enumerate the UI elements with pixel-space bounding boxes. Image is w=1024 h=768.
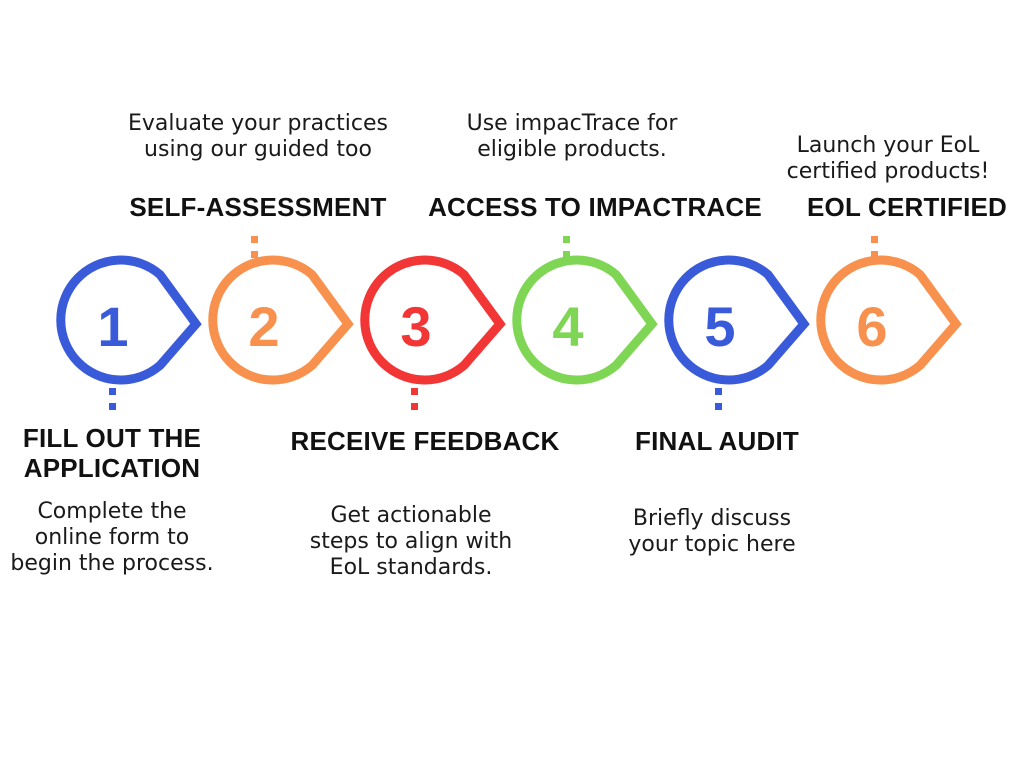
- step-3-teardrop: [360, 255, 506, 385]
- step-4-connector-dots: [563, 236, 570, 258]
- step-3-marker: 3: [360, 255, 506, 410]
- step-6-desc-line-1: Launch your EoL: [796, 133, 980, 158]
- step-5-teardrop: [664, 255, 810, 385]
- step-4-desc-line-1: Use impacTrace for: [466, 111, 678, 136]
- step-6-connector-dots: [871, 236, 878, 258]
- step-4-description: Use impacTrace for eligible products.: [452, 111, 692, 163]
- step-5-title: FINAL AUDIT: [635, 426, 799, 456]
- step-6-teardrop: [816, 255, 962, 385]
- step-6-description: Launch your EoL certified products!: [778, 133, 998, 185]
- step-3-title: RECEIVE FEEDBACK: [290, 426, 560, 456]
- step-2-title: SELF-ASSESSMENT: [129, 192, 387, 222]
- step-5-number: 5: [704, 295, 735, 358]
- step-2-description: Evaluate your practices using our guided…: [118, 111, 398, 163]
- step-5-desc-line-2: your topic here: [628, 532, 796, 557]
- step-5-marker: 5: [664, 255, 810, 410]
- step-1-connector-dots: [109, 388, 116, 410]
- step-2-number: 2: [248, 295, 279, 358]
- step-4-marker: 4: [512, 236, 658, 385]
- step-3-number: 3: [400, 295, 431, 358]
- step-6-number: 6: [856, 295, 887, 358]
- step-1-desc-line-3: begin the process.: [10, 551, 214, 576]
- step-1-title: FILL OUT THE APPLICATION: [12, 423, 212, 483]
- step-3-desc-line-1: Get actionable: [330, 503, 492, 528]
- step-3-connector-dots: [411, 388, 418, 410]
- step-1-desc-line-2: online form to: [34, 525, 190, 550]
- step-3-desc-line-2: steps to align with: [309, 529, 513, 554]
- step-1-desc-line-1: Complete the: [37, 499, 187, 524]
- step-4-desc-line-2: eligible products.: [477, 137, 667, 162]
- step-6-title: EOL CERTIFIED: [806, 192, 1008, 222]
- step-2-desc-line-2: using our guided too: [144, 137, 372, 162]
- step-5-description: Briefly discuss your topic here: [612, 506, 812, 558]
- step-4-number: 4: [552, 295, 583, 358]
- step-5-connector-dots: [715, 388, 722, 410]
- step-6-desc-line-2: certified products!: [786, 159, 990, 184]
- step-1-number: 1: [97, 295, 128, 358]
- step-1-description: Complete the online form to begin the pr…: [2, 499, 222, 577]
- step-2-connector-dots: [251, 236, 258, 258]
- step-4-title: ACCESS TO IMPACTRACE: [428, 192, 762, 222]
- step-4-teardrop: [512, 255, 658, 385]
- step-1-title-line-1: FILL OUT THE: [22, 423, 202, 453]
- step-2-teardrop: [208, 255, 354, 385]
- step-1-title-line-2: APPLICATION: [23, 453, 201, 483]
- step-3-desc-line-3: EoL standards.: [329, 555, 493, 580]
- step-2-marker: 2: [208, 236, 354, 385]
- step-2-desc-line-1: Evaluate your practices: [128, 111, 388, 136]
- step-1-marker: 1: [56, 255, 202, 410]
- step-5-desc-line-1: Briefly discuss: [632, 506, 792, 531]
- step-1-teardrop: [56, 255, 202, 385]
- step-3-description: Get actionable steps to align with EoL s…: [296, 503, 526, 581]
- step-6-marker: 6: [816, 236, 962, 385]
